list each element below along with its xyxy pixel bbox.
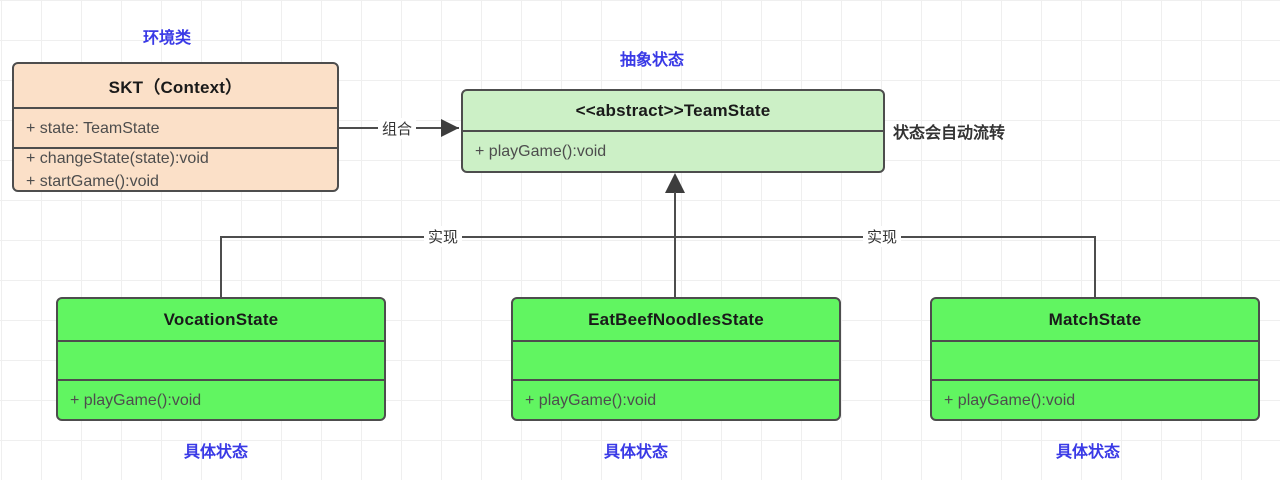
note-auto-transition: 状态会自动流转 — [893, 125, 1006, 142]
class-attributes-eatbeefnoodlesstate — [513, 340, 839, 379]
method-play-game-match: + playGame():void — [944, 391, 1076, 409]
class-methods-vocationstate: + playGame():void — [58, 379, 384, 419]
class-name-matchstate: MatchState — [1048, 309, 1142, 329]
method-start-game: + startGame():void — [26, 172, 159, 190]
attribute-state: + state: TeamState — [26, 119, 160, 137]
generalization-drop-left — [220, 236, 222, 297]
class-methods-teamstate: + playGame():void — [463, 130, 883, 171]
class-attributes-skt-context: + state: TeamState — [14, 107, 337, 147]
method-play-game-vocation: + playGame():void — [70, 391, 202, 409]
note-concrete-state-vocation: 具体状态 — [184, 444, 249, 461]
method-change-state: + changeState(state):void — [26, 149, 209, 167]
generalization-bus-line — [221, 236, 1096, 238]
class-box-matchstate[interactable]: MatchState + playGame():void — [930, 297, 1260, 421]
class-methods-eatbeefnoodlesstate: + playGame():void — [513, 379, 839, 419]
class-name-eatbeefnoodlesstate: EatBeefNoodlesState — [588, 309, 764, 329]
class-name-vocationstate: VocationState — [163, 309, 279, 329]
class-box-eatbeefnoodlesstate[interactable]: EatBeefNoodlesState + playGame():void — [511, 297, 841, 421]
method-play-game-eatbeefnoodles: + playGame():void — [525, 391, 657, 409]
class-attributes-vocationstate — [58, 340, 384, 379]
class-attributes-matchstate — [932, 340, 1258, 379]
class-name-teamstate: <<abstract>>TeamState — [575, 100, 771, 120]
composition-label: 组合 — [378, 118, 417, 139]
realize-label-right: 实现 — [863, 226, 902, 247]
class-box-skt-context[interactable]: SKT（Context） + state: TeamState + change… — [12, 62, 339, 192]
class-methods-skt-context: + changeState(state):void + startGame():… — [14, 147, 337, 190]
realize-label-left: 实现 — [424, 226, 463, 247]
generalization-stem-middle — [674, 192, 676, 297]
method-play-game-abstract: + playGame():void — [475, 143, 607, 160]
class-box-teamstate[interactable]: <<abstract>>TeamState + playGame():void — [461, 89, 885, 173]
generalization-drop-right — [1094, 236, 1096, 297]
class-box-vocationstate[interactable]: VocationState + playGame():void — [56, 297, 386, 421]
note-concrete-state-match: 具体状态 — [1056, 444, 1121, 461]
note-context-class: 环境类 — [143, 30, 192, 47]
note-concrete-state-eatbeefnoodles: 具体状态 — [604, 444, 669, 461]
class-name-skt-context: SKT（Context） — [108, 78, 243, 97]
class-methods-matchstate: + playGame():void — [932, 379, 1258, 419]
composition-arrowhead-icon — [441, 119, 459, 137]
generalization-arrowhead-icon — [665, 173, 685, 193]
note-abstract-state: 抽象状态 — [620, 52, 685, 69]
